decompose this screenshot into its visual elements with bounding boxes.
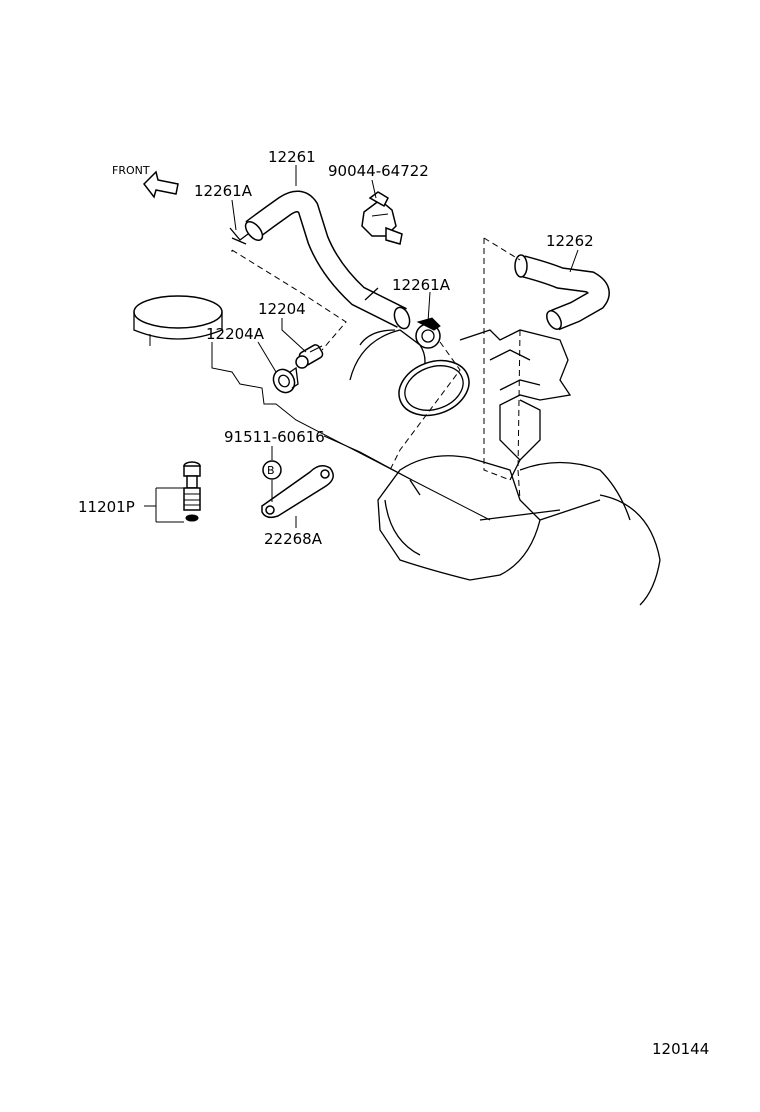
stud-bolt-11201P xyxy=(183,461,201,522)
pcv-valve-12204 xyxy=(295,344,324,369)
hose-clip-12261A-left xyxy=(229,227,249,245)
reference-marker-b: B xyxy=(262,460,282,480)
hose-12261 xyxy=(244,190,411,330)
label-12261A-right: 12261A xyxy=(392,276,451,294)
engine-block-outline xyxy=(133,295,661,606)
hose-12262 xyxy=(514,254,610,331)
label-91511-60616: 91511-60616 xyxy=(224,428,325,446)
grommet-12204A xyxy=(272,366,299,394)
front-direction-arrow: FRONT xyxy=(112,164,179,199)
label-12261A-left: 12261A xyxy=(194,182,253,200)
bracket-90044-64722 xyxy=(361,191,403,245)
label-12204: 12204 xyxy=(258,300,306,318)
label-12261: 12261 xyxy=(268,148,316,166)
hose-clip-12261A-right xyxy=(415,317,441,349)
leader-lines xyxy=(144,165,579,528)
stay-22268A xyxy=(261,465,334,519)
assembly-dashed-lines xyxy=(231,237,521,501)
label-90044-64722: 90044-64722 xyxy=(328,162,429,180)
label-12204A: 12204A xyxy=(206,325,265,343)
front-label: FRONT xyxy=(112,164,150,177)
illustration-number: 120144 xyxy=(652,1040,709,1058)
label-11201P: 11201P xyxy=(78,498,135,516)
label-12262: 12262 xyxy=(546,232,594,250)
label-22268A: 22268A xyxy=(264,530,323,548)
ref-b-label: B xyxy=(267,464,275,477)
part-labels: 12261 12261A 90044-64722 12262 12261A 12… xyxy=(78,148,709,1058)
